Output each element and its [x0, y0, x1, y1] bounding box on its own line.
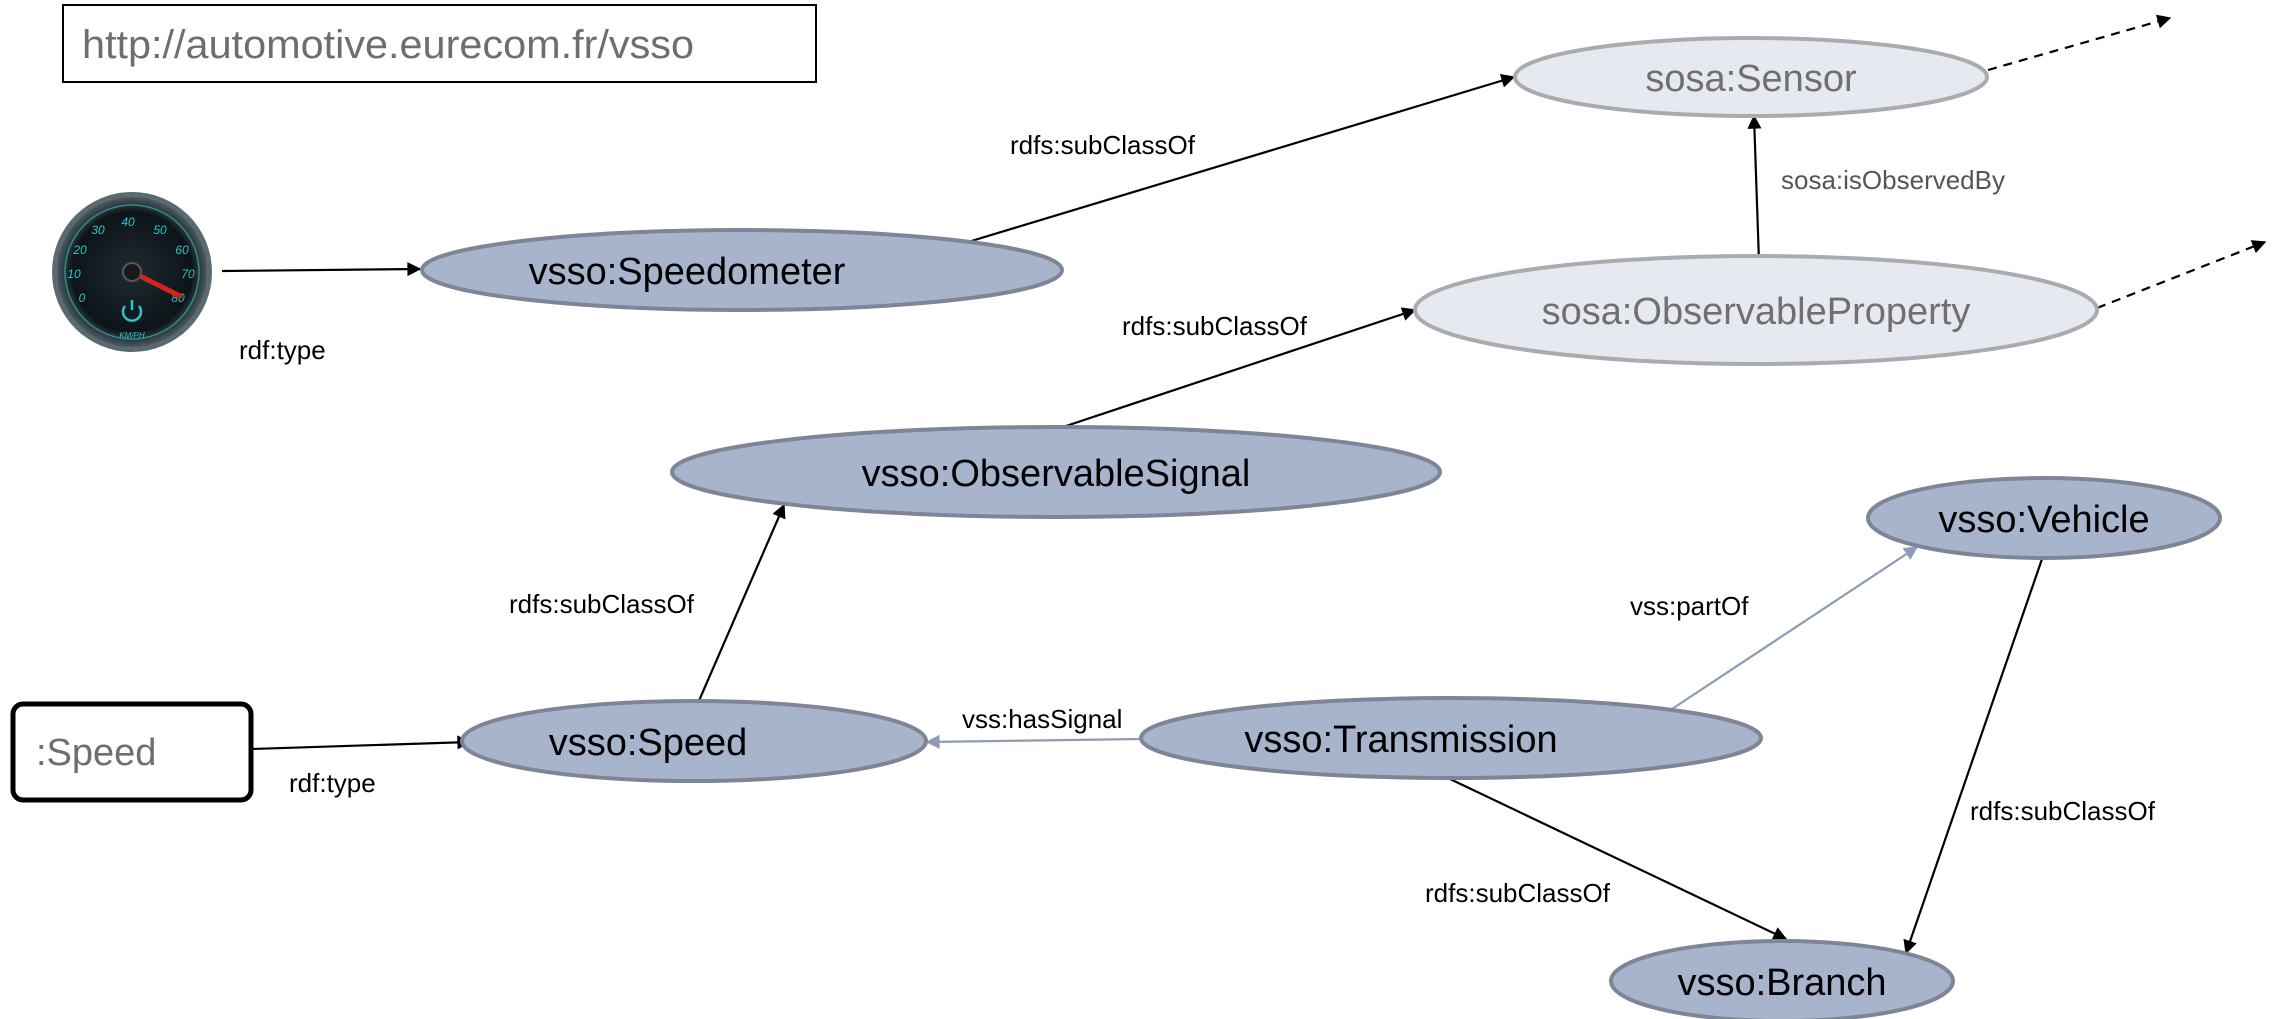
- node-sensor: sosa:Sensor: [1513, 36, 1989, 118]
- gauge-tick-label: 60: [175, 243, 189, 257]
- gauge-tick-label: 20: [72, 243, 87, 257]
- node-transmission-label: vsso:Transmission: [1244, 719, 1557, 761]
- edge-transmission-subclass: [1449, 778, 1788, 940]
- speed-instance-box: :Speed: [10, 701, 254, 803]
- edges: [221, 14, 2267, 955]
- gauge-tick-labels: 0 10 20 30 40 50 60 70 80: [67, 215, 195, 305]
- speed-instance-label: :Speed: [36, 732, 156, 774]
- edge-speedometer-subclass: [967, 73, 1516, 244]
- node-observable-property: sosa:ObservableProperty: [1413, 254, 2099, 366]
- gauge-tick-label: 50: [153, 223, 167, 237]
- label-speed-type: rdf:type: [289, 768, 376, 798]
- node-transmission: vsso:Transmission: [1139, 696, 1763, 780]
- label-speedometer-subclass: rdfs:subClassOf: [1010, 130, 1196, 160]
- label-signal-subclass: rdfs:subClassOf: [1122, 311, 1308, 341]
- edge-vehicle-subclass: [1903, 558, 2044, 955]
- edge-speed-subclass: [696, 503, 786, 704]
- label-has-signal: vss:hasSignal: [962, 704, 1122, 734]
- edge-gauge-type: [221, 262, 422, 277]
- edge-part-of: [1671, 546, 1919, 710]
- edge-speed-type: [251, 735, 472, 751]
- gauge-tick-label: 30: [91, 223, 105, 237]
- namespace-box: http://automotive.eurecom.fr/vsso: [62, 4, 817, 83]
- node-vehicle: vsso:Vehicle: [1866, 476, 2222, 560]
- label-part-of: vss:partOf: [1630, 591, 1749, 621]
- node-vehicle-label: vsso:Vehicle: [1938, 499, 2149, 541]
- node-observable-signal: vsso:ObservableSignal: [670, 425, 1442, 519]
- edge-has-signal: [925, 734, 1142, 749]
- node-speedometer-label: vsso:Speedometer: [529, 251, 846, 293]
- gauge-tick-label: 10: [67, 267, 81, 281]
- node-branch: vsso:Branch: [1609, 939, 1955, 1019]
- node-observable-signal-label: vsso:ObservableSignal: [862, 453, 1251, 495]
- node-speedometer: vsso:Speedometer: [420, 228, 1064, 312]
- gauge-unit: KM/PH: [119, 331, 145, 340]
- label-gauge-type: rdf:type: [239, 335, 326, 365]
- node-observable-property-label: sosa:ObservableProperty: [1542, 291, 1971, 333]
- label-speed-subclass: rdfs:subClassOf: [509, 589, 695, 619]
- gauge-tick-label: 0: [79, 291, 86, 305]
- edge-signal-subclass: [1056, 307, 1417, 431]
- node-branch-label: vsso:Branch: [1677, 962, 1886, 1004]
- edge-sensor-dashed-out: [1987, 14, 2172, 72]
- node-speed: vsso:Speed: [460, 699, 928, 783]
- speedometer-gauge-icon: 0 10 20 30 40 50 60 70 80 KM/PH: [52, 192, 212, 352]
- edge-labels: rdfs:subClassOf rdf:type sosa:isObserved…: [239, 130, 2156, 908]
- label-is-observed-by: sosa:isObservedBy: [1781, 165, 2005, 195]
- edge-observable-property-dashed-out: [2096, 240, 2267, 310]
- node-sensor-label: sosa:Sensor: [1645, 58, 1857, 100]
- power-icon: [121, 300, 143, 322]
- gauge-tick-label: 40: [121, 215, 135, 229]
- edge-is-observed-by: [1747, 114, 1762, 263]
- gauge-tick-label: 70: [181, 267, 195, 281]
- label-transmission-subclass: rdfs:subClassOf: [1425, 878, 1611, 908]
- node-speed-label: vsso:Speed: [549, 722, 748, 764]
- label-vehicle-subclass: rdfs:subClassOf: [1970, 796, 2156, 826]
- namespace-url: http://automotive.eurecom.fr/vsso: [82, 23, 694, 67]
